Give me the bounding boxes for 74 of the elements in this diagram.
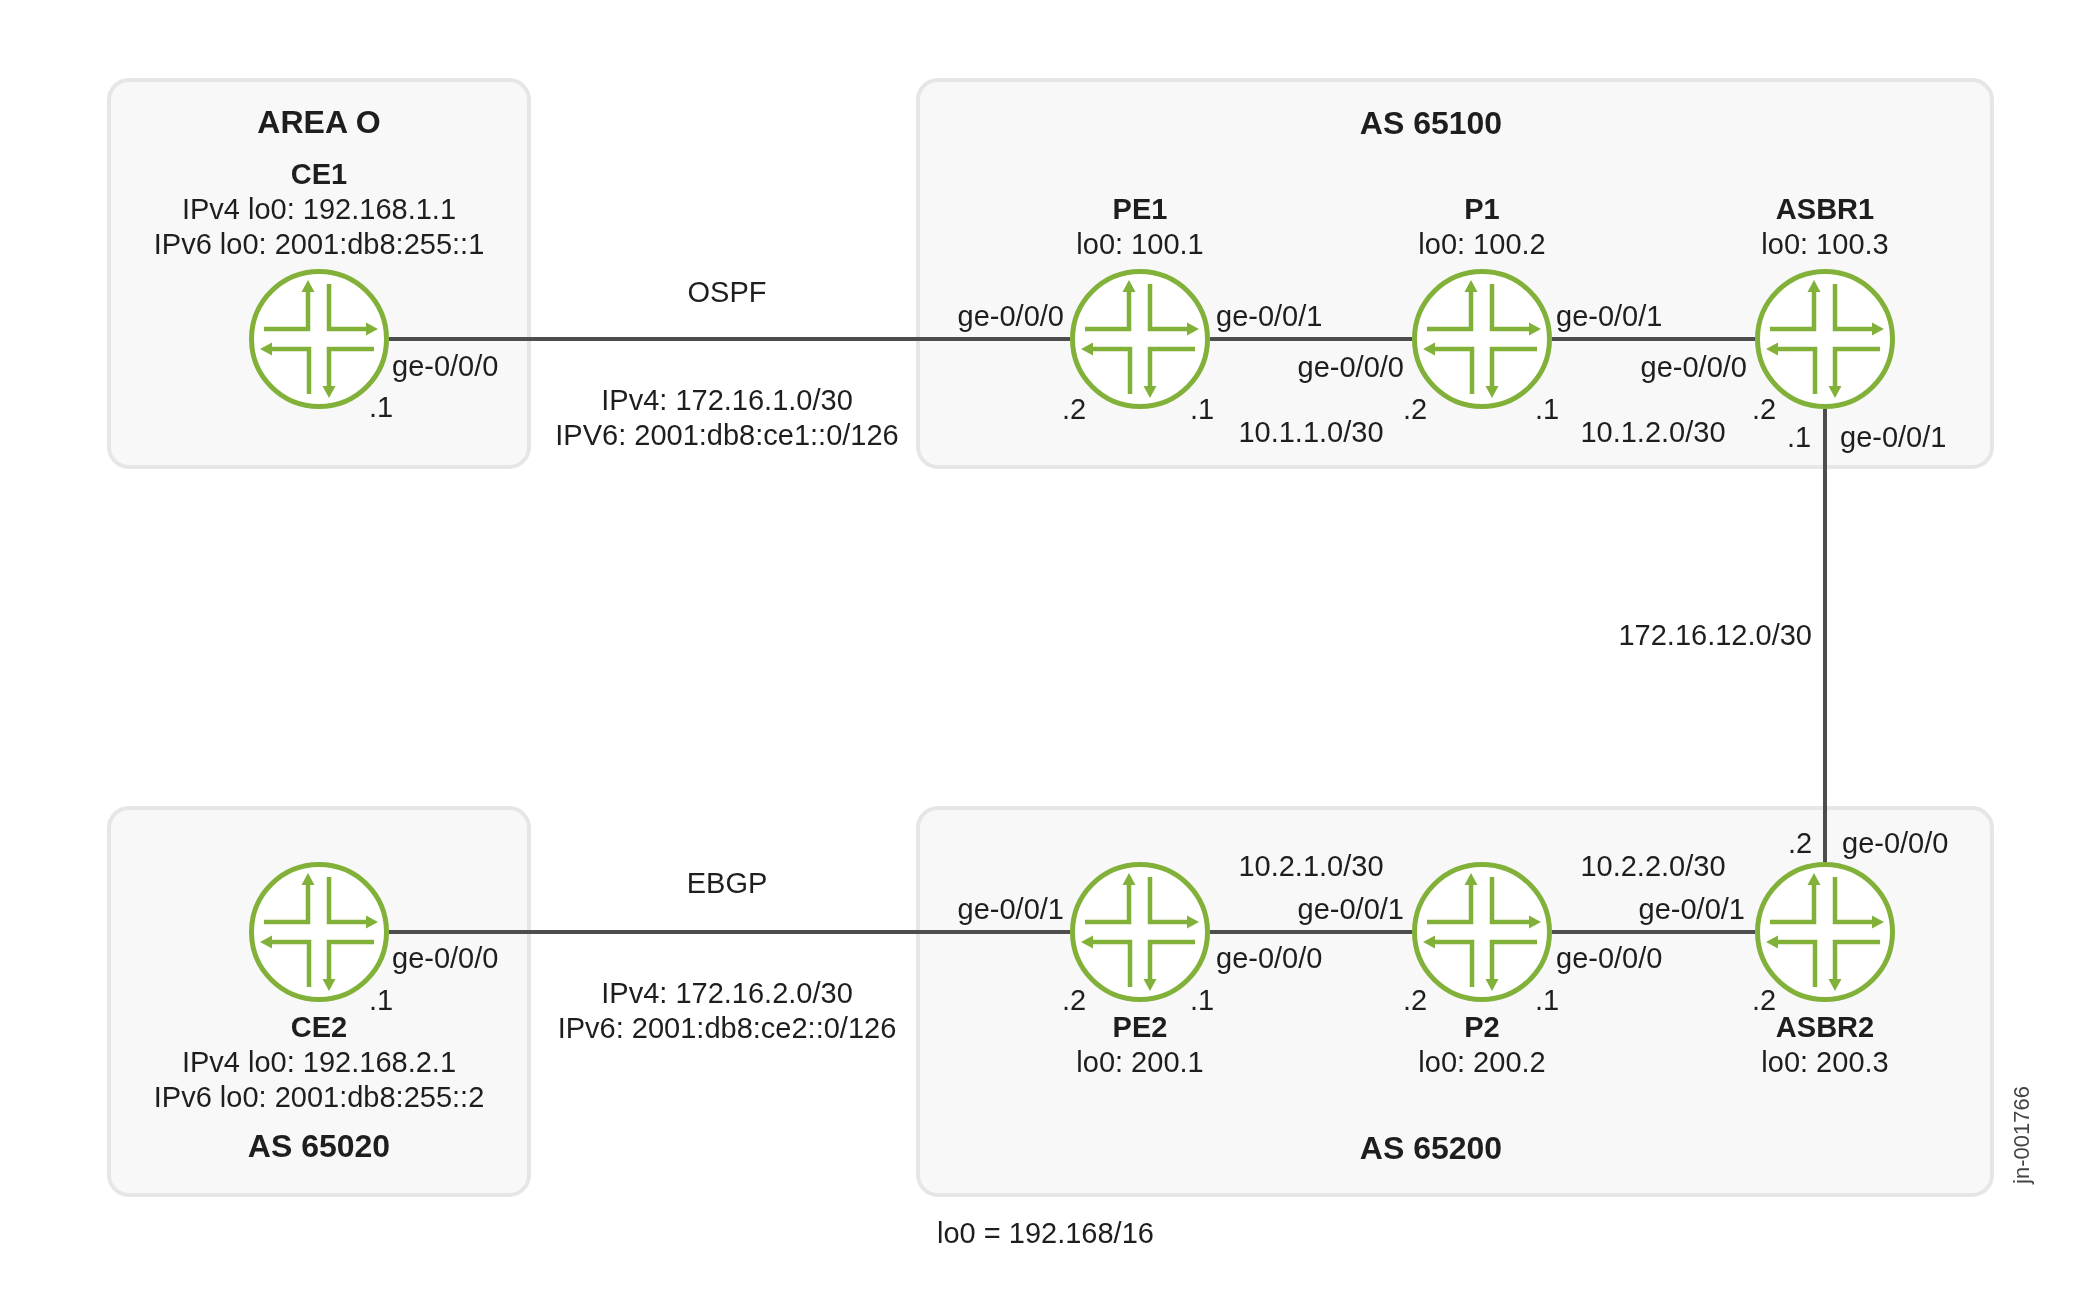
interface-label: ge-0/0/0 (1556, 942, 1663, 974)
loopback-address: lo0: 200.3 (1761, 1046, 1889, 1078)
address-label: .2 (1061, 393, 1087, 425)
interface-label: ge-0/0/1 (1556, 300, 1663, 332)
address-label: .2 (1751, 393, 1777, 425)
network-area-panel (107, 806, 531, 1197)
link-line (389, 930, 1070, 934)
loopback-address: lo0: 200.2 (1418, 1046, 1546, 1078)
loopback-address: lo0: 100.1 (1076, 228, 1204, 260)
link-line (1823, 409, 1827, 862)
address-label: .1 (1534, 393, 1560, 425)
interface-label: ge-0/0/0 (957, 300, 1064, 332)
interface-label: ge-0/0/0 (1216, 942, 1323, 974)
address-label: .2 (1402, 984, 1428, 1016)
loopback-address: IPv6 lo0: 2001:db8:255::1 (153, 228, 485, 260)
network-area-panel (916, 806, 1994, 1197)
router-name: PE1 (1112, 193, 1168, 225)
interface-label: ge-0/0/1 (1840, 421, 1947, 453)
loopback-address: IPv4 lo0: 192.168.1.1 (181, 193, 457, 225)
group-title: AS 65020 (247, 1128, 391, 1164)
figure-id: jn-001766 (2008, 1086, 2035, 1184)
router-name: P2 (1464, 1011, 1500, 1043)
interface-label: ge-0/0/1 (1216, 300, 1323, 332)
note: lo0 = 192.168/16 (937, 1217, 1154, 1249)
router-name: CE2 (290, 1011, 348, 1043)
router-name: ASBR2 (1775, 1011, 1875, 1043)
address-label: .2 (1751, 984, 1777, 1016)
address-label: .2 (1787, 827, 1813, 859)
link-line (389, 337, 1070, 341)
interface-label: ge-0/0/1 (957, 893, 1064, 925)
link-line (1552, 930, 1755, 934)
router-name: ASBR1 (1775, 193, 1875, 225)
address-label: .1 (1786, 421, 1812, 453)
edge-label: 10.1.2.0/30 (1580, 416, 1726, 448)
loopback-address: lo0: 100.2 (1418, 228, 1546, 260)
loopback-address: IPv6 lo0: 2001:db8:255::2 (153, 1081, 485, 1113)
group-title: AS 65200 (1359, 1130, 1503, 1166)
subnet-label: IPV6: 2001:db8:ce1::0/126 (555, 419, 899, 451)
subnet-label: IPv6: 2001:db8:ce2::0/126 (557, 1012, 897, 1044)
edge-label: 10.1.1.0/30 (1238, 416, 1384, 448)
interface-label: ge-0/0/0 (392, 350, 499, 382)
address-label: .1 (1534, 984, 1560, 1016)
interface-label: ge-0/0/1 (1638, 893, 1745, 925)
network-area-panel (107, 78, 531, 469)
edge-label: EBGP (686, 867, 768, 899)
address-label: .1 (1189, 393, 1215, 425)
interface-label: ge-0/0/1 (1297, 893, 1404, 925)
loopback-address: lo0: 200.1 (1076, 1046, 1204, 1078)
address-label: .2 (1402, 393, 1428, 425)
edge-label: 10.2.1.0/30 (1238, 850, 1384, 882)
group-title: AREA O (257, 104, 381, 140)
link-line (1210, 930, 1412, 934)
router-name: PE2 (1112, 1011, 1168, 1043)
interface-label: ge-0/0/0 (1842, 827, 1949, 859)
address-label: .1 (1189, 984, 1215, 1016)
subnet-label: IPv4: 172.16.1.0/30 (601, 384, 853, 416)
group-title: AS 65100 (1359, 105, 1503, 141)
link-line (1210, 337, 1412, 341)
router-name: P1 (1464, 193, 1500, 225)
router-name: CE1 (290, 158, 348, 190)
address-label: .1 (368, 984, 394, 1016)
link-line (1552, 337, 1755, 341)
address-label: .1 (368, 391, 394, 423)
subnet-label: IPv4: 172.16.2.0/30 (601, 977, 853, 1009)
edge-label: 10.2.2.0/30 (1580, 850, 1726, 882)
interface-label: ge-0/0/0 (392, 942, 499, 974)
interface-label: ge-0/0/0 (1297, 351, 1404, 383)
edge-label: 172.16.12.0/30 (1618, 619, 1812, 651)
loopback-address: IPv4 lo0: 192.168.2.1 (181, 1046, 457, 1078)
interface-label: ge-0/0/0 (1640, 351, 1747, 383)
loopback-address: lo0: 100.3 (1761, 228, 1889, 260)
address-label: .2 (1061, 984, 1087, 1016)
edge-label: OSPF (687, 276, 767, 308)
network-area-panel (916, 78, 1994, 469)
